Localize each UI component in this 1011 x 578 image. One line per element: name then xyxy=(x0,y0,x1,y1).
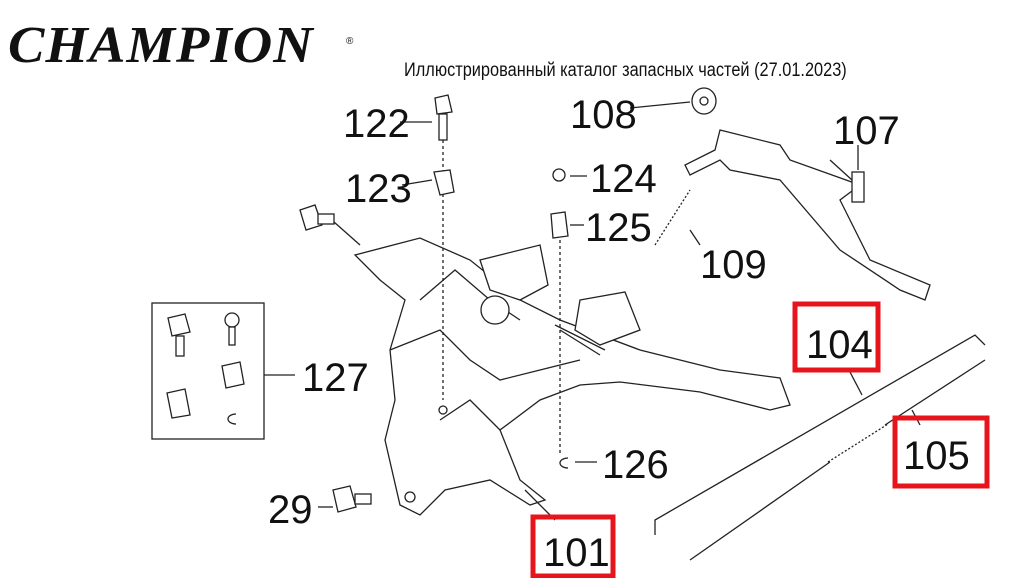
part-109-spring[interactable] xyxy=(654,189,691,246)
registered-mark: ® xyxy=(346,36,354,47)
highlight-box-105 xyxy=(892,415,990,489)
label-104[interactable]: 104 xyxy=(806,323,873,367)
part-107-lever[interactable] xyxy=(684,129,931,301)
label-127[interactable]: 127 xyxy=(302,356,369,400)
part-126-eclip[interactable] xyxy=(559,457,569,469)
label-108[interactable]: 108 xyxy=(570,93,637,137)
label-124[interactable]: 124 xyxy=(590,157,657,201)
part-108-nut[interactable] xyxy=(691,87,717,115)
part-124-screw[interactable] xyxy=(552,168,566,182)
label-101[interactable]: 101 xyxy=(543,531,610,575)
highlight-box-101 xyxy=(530,514,616,578)
label-29[interactable]: 29 xyxy=(268,488,313,532)
label-123[interactable]: 123 xyxy=(345,167,412,211)
part-104-rod[interactable] xyxy=(654,334,986,535)
part-125-nut[interactable] xyxy=(550,211,569,239)
catalog-title: Иллюстрированный каталог запасных частей… xyxy=(404,60,847,81)
label-107[interactable]: 107 xyxy=(833,109,900,153)
label-105[interactable]: 105 xyxy=(903,434,970,478)
part-29-bolt[interactable] xyxy=(332,485,372,513)
label-126[interactable]: 126 xyxy=(602,443,669,487)
bolt-left[interactable] xyxy=(299,204,335,231)
label-122[interactable]: 122 xyxy=(343,102,410,146)
part-127-kit-box[interactable] xyxy=(151,302,295,440)
highlight-box-104 xyxy=(792,301,881,373)
part-101-bracket[interactable] xyxy=(353,237,791,516)
part-105-rod-spring[interactable] xyxy=(689,359,986,561)
brand-logo: CHAMPION xyxy=(8,17,314,74)
part-122-bolt[interactable] xyxy=(434,94,453,141)
label-125[interactable]: 125 xyxy=(585,206,652,250)
label-109[interactable]: 109 xyxy=(700,243,767,287)
part-123-clip[interactable] xyxy=(433,169,455,196)
